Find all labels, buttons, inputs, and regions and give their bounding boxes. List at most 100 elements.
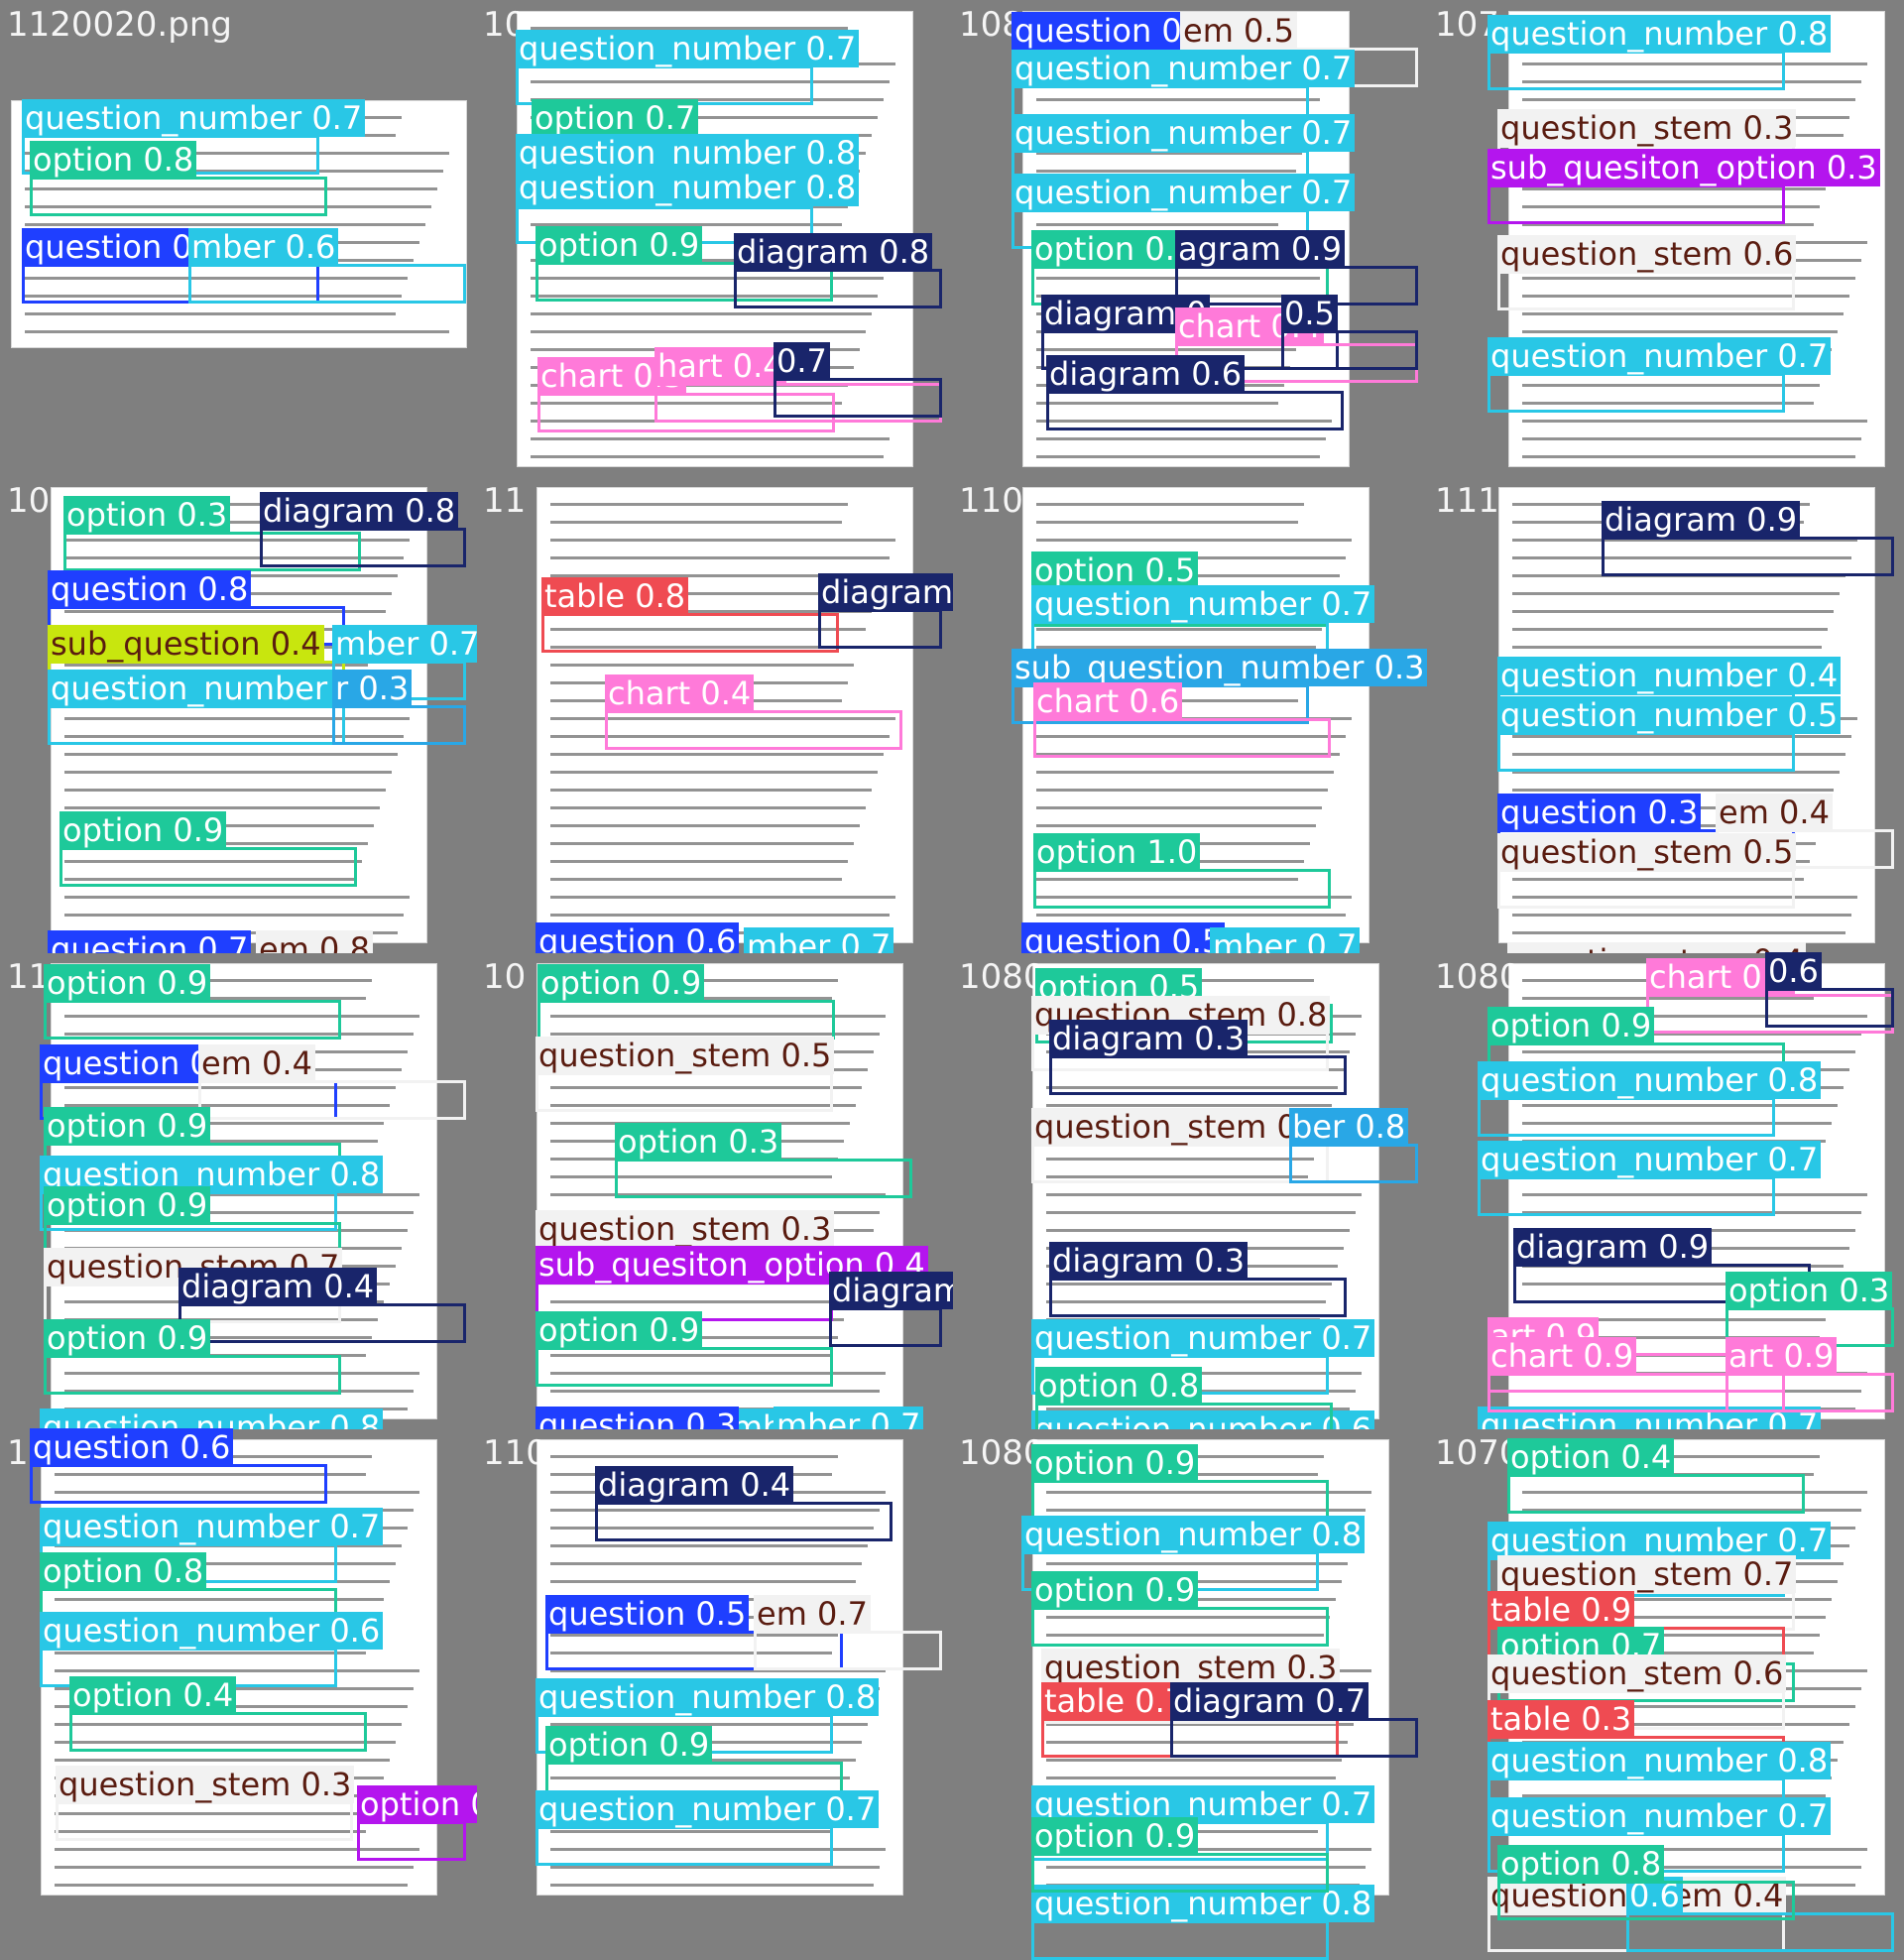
- detection-label-option: option 0.9: [537, 964, 705, 1002]
- mosaic-tile: 1120020.png: [1, 1, 475, 475]
- detection-label-question-number: question_number 0.7: [1031, 1319, 1375, 1357]
- text-line-stroke: [1036, 98, 1320, 101]
- detection-box-diagram: [829, 1307, 942, 1347]
- text-line-stroke: [25, 187, 437, 190]
- text-line-stroke: [550, 789, 872, 792]
- text-line-stroke: [55, 1884, 408, 1887]
- text-line-stroke: [531, 98, 884, 101]
- detection-box-sub-question-number: [332, 705, 466, 745]
- text-line-stroke: [25, 152, 449, 155]
- text-line-stroke: [1046, 1211, 1356, 1214]
- text-line-stroke: [1512, 646, 1822, 649]
- text-line-stroke: [550, 1509, 880, 1512]
- detection-label-question-stem: question_stem 0.3: [536, 1210, 835, 1248]
- detection-box-diagram: [1281, 330, 1418, 370]
- text-line-stroke: [1046, 1086, 1338, 1089]
- text-line-stroke: [1522, 997, 1814, 1000]
- detection-box-diagram: [1765, 988, 1894, 1028]
- text-line-stroke: [64, 771, 392, 774]
- text-line-stroke: [550, 539, 895, 542]
- tile-filename: 110: [483, 1433, 547, 1473]
- text-line-stroke: [531, 455, 884, 458]
- text-line-stroke: [55, 1741, 396, 1744]
- detection-label-diagram: diagram 0.6: [1046, 355, 1246, 393]
- detection-box-option: [1033, 869, 1331, 909]
- text-line-stroke: [1036, 646, 1316, 649]
- tile-filename: 110: [959, 481, 1023, 521]
- text-line-stroke: [1046, 1562, 1348, 1565]
- text-line-stroke: [1522, 1616, 1826, 1619]
- text-line-stroke: [1036, 170, 1296, 173]
- detection-label-question-number: question_number 0.7: [1012, 114, 1356, 152]
- text-line-stroke: [1522, 1848, 1867, 1851]
- text-line-stroke: [550, 753, 884, 756]
- detection-box-question-number: [188, 264, 466, 304]
- detection-label-question-number: question_number 0.7: [1488, 337, 1832, 375]
- detection-label-option: option 0.9: [44, 964, 211, 1002]
- text-line-stroke: [25, 223, 425, 226]
- detection-box-question-stem: [536, 1072, 833, 1112]
- text-line-stroke: [1036, 753, 1340, 756]
- text-line-stroke: [550, 771, 878, 774]
- text-line-stroke: [64, 1211, 414, 1214]
- detection-label-question-stem: question_stem 0.3: [1497, 109, 1797, 147]
- detection-label-question-stem: em 0.7: [754, 1595, 871, 1633]
- detection-box-option: [1031, 1853, 1329, 1893]
- detection-label-question-number: question_number 0.8: [1488, 1742, 1832, 1779]
- detection-label-question-number: question_number 0.8: [516, 169, 860, 206]
- detection-box-question-stem: [56, 1801, 353, 1841]
- detection-label-question-stem: em 0.4: [198, 1044, 315, 1082]
- detection-label-option: option 0.4: [1507, 1438, 1675, 1476]
- text-line-stroke: [550, 717, 895, 720]
- detection-label-question-number: question_number 0.7: [1488, 1797, 1832, 1835]
- text-line-stroke: [1522, 1866, 1861, 1869]
- text-line-stroke: [550, 574, 884, 577]
- tile-filename: 10: [7, 481, 51, 521]
- text-line-stroke: [1522, 1033, 1861, 1036]
- detection-box-question-stem: [1497, 869, 1795, 909]
- detection-label-question-number: question_number 0.6: [40, 1612, 384, 1650]
- text-line-stroke: [1522, 1193, 1867, 1196]
- text-line-stroke: [1512, 628, 1828, 631]
- text-line-stroke: [550, 1193, 886, 1196]
- tile-filename: 111: [1435, 481, 1499, 521]
- text-line-stroke: [1046, 1175, 1308, 1178]
- detection-box-diagram: [734, 269, 942, 308]
- detection-label-diagram: diagram 0.7: [1170, 1682, 1369, 1720]
- document-page-thumbnail: [536, 487, 913, 943]
- detection-label-question: question 0.5: [545, 1595, 750, 1633]
- text-line-stroke: [64, 1015, 419, 1018]
- text-line-stroke: [1046, 1300, 1326, 1303]
- detection-box-diagram: [1170, 1718, 1418, 1758]
- detection-label-sub-quesiton-option: sub_quesiton_option 0.3: [1488, 149, 1880, 186]
- text-line-stroke: [531, 80, 890, 83]
- text-line-stroke: [550, 1354, 832, 1357]
- detection-label-option: option 0.5: [1031, 551, 1199, 589]
- detection-box-option: [69, 1712, 367, 1752]
- detection-box-question: [30, 1464, 327, 1504]
- text-line-stroke: [550, 1652, 832, 1654]
- detection-label-question-stem: question_stem 0.5: [536, 1037, 835, 1074]
- detection-label-question-number: question_number 0.7: [536, 1790, 880, 1828]
- text-line-stroke: [55, 1866, 414, 1869]
- text-line-stroke: [1046, 1509, 1366, 1512]
- text-line-stroke: [550, 1390, 880, 1393]
- detection-label-question-number: question_number 0.4: [1497, 657, 1842, 694]
- detection-box-option: [44, 1355, 341, 1395]
- detection-label-sub-question: sub_question 0.4: [48, 625, 324, 663]
- detection-label-option: option 0.9: [44, 1319, 211, 1357]
- text-line-stroke: [1522, 205, 1820, 208]
- detection-box-diagram: [1602, 537, 1894, 576]
- text-line-stroke: [1512, 556, 1851, 559]
- detection-label-question-number: question_number 0.8: [516, 134, 860, 172]
- text-line-stroke: [550, 914, 890, 917]
- text-line-stroke: [1036, 628, 1322, 631]
- text-line-stroke: [531, 312, 872, 315]
- detection-label-option: option 0.7: [532, 99, 699, 137]
- text-line-stroke: [1512, 592, 1840, 595]
- tile-filename: 1120020.png: [7, 5, 232, 45]
- detection-box-diagram: [774, 378, 942, 418]
- text-line-stroke: [1522, 223, 1814, 226]
- text-line-stroke: [1036, 455, 1320, 458]
- text-line-stroke: [55, 1830, 366, 1833]
